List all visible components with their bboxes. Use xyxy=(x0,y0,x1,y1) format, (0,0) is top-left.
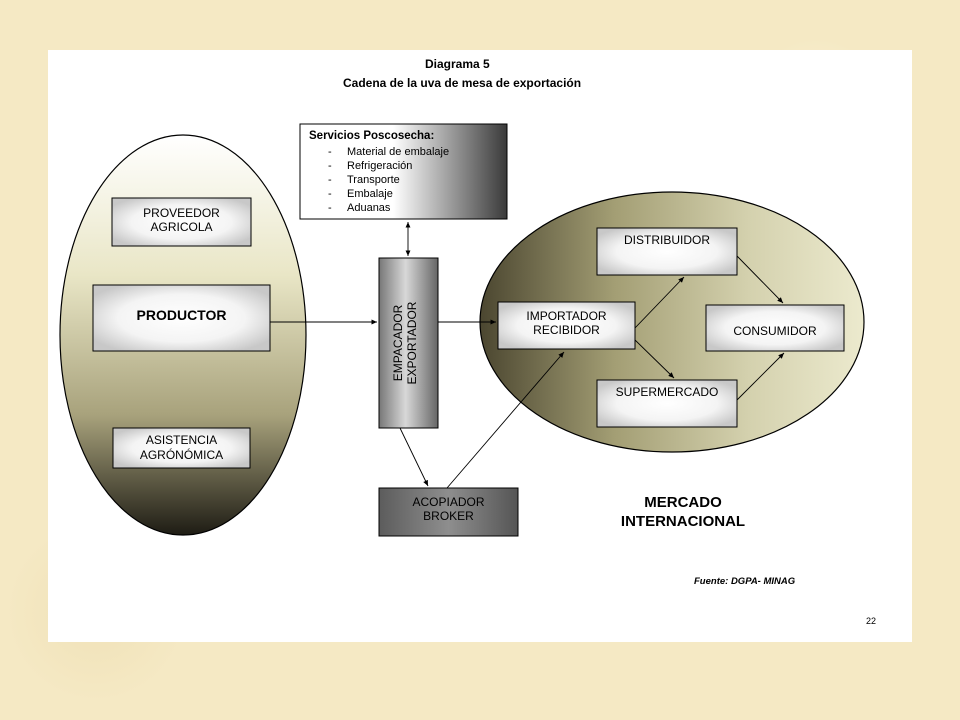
service-item: Refrigeración xyxy=(347,160,412,172)
services-heading: Servicios Poscosecha: xyxy=(309,130,434,142)
svg-text:-: - xyxy=(328,146,332,158)
productor-box: PRODUCTOR xyxy=(92,284,271,352)
svg-text:-: - xyxy=(328,202,332,214)
source-note: Fuente: DGPA- MINAG xyxy=(694,576,796,587)
servicios-poscosecha-box: Servicios Poscosecha: - Material de emba… xyxy=(299,123,508,220)
importador-recibidor-box: IMPORTADOR RECIBIDOR xyxy=(497,301,636,350)
arrow-importador-to-distribuidor xyxy=(634,276,685,329)
consumidor-box: CONSUMIDOR xyxy=(705,304,845,352)
svg-text:-: - xyxy=(328,160,332,172)
empacador-label-line2: EXPORTADOR xyxy=(405,301,419,384)
service-item: Aduanas xyxy=(347,202,391,214)
importador-label-line1: IMPORTADOR xyxy=(526,309,607,323)
value-chain-diagram: Diagrama 5 Cadena de la uva de mesa de e… xyxy=(59,57,876,626)
arrow-supermercado-to-consumidor xyxy=(736,352,785,401)
svg-text:-: - xyxy=(328,188,332,200)
supermercado-label: SUPERMERCADO xyxy=(616,385,719,399)
service-item: Embalaje xyxy=(347,188,393,200)
arrow-importador-to-supermercado xyxy=(634,339,675,379)
page-number: 22 xyxy=(866,616,876,626)
asistencia-agronomica-box: ASISTENCIA AGRÓNÓMICA xyxy=(112,427,251,469)
consumidor-label: CONSUMIDOR xyxy=(733,324,817,338)
mercado-label-line2: INTERNACIONAL xyxy=(621,513,745,530)
acopiador-label-line1: ACOPIADOR xyxy=(412,495,484,509)
mercado-label-line1: MERCADO xyxy=(644,494,722,511)
productor-label: PRODUCTOR xyxy=(137,307,227,323)
arrow-empacador-to-acopiador xyxy=(399,427,429,487)
diagram-slide: Diagrama 5 Cadena de la uva de mesa de e… xyxy=(48,50,912,642)
asistencia-label-line1: ASISTENCIA xyxy=(146,433,217,447)
importador-label-line2: RECIBIDOR xyxy=(533,323,600,337)
distribuidor-label: DISTRIBUIDOR xyxy=(624,233,710,247)
proveedor-agricola-box: PROVEEDOR AGRICOLA xyxy=(111,197,252,247)
empacador-exportador-box: EMPACADOR EXPORTADOR xyxy=(378,257,439,429)
diagram-title: Cadena de la uva de mesa de exportación xyxy=(343,76,581,90)
proveedor-label-line1: PROVEEDOR xyxy=(143,206,220,220)
empacador-label-line1: EMPACADOR xyxy=(391,304,405,381)
diagram-number: Diagrama 5 xyxy=(425,57,490,71)
arrow-acopiador-to-importador xyxy=(446,351,565,489)
svg-text:-: - xyxy=(328,174,332,186)
acopiador-broker-box: ACOPIADOR BROKER xyxy=(378,487,519,537)
asistencia-label-line2: AGRÓNÓMICA xyxy=(140,447,223,462)
service-item: Transporte xyxy=(347,174,400,186)
proveedor-label-line2: AGRICOLA xyxy=(150,220,212,234)
service-item: Material de embalaje xyxy=(347,146,449,158)
acopiador-label-line2: BROKER xyxy=(423,509,474,523)
distribuidor-box: DISTRIBUIDOR xyxy=(596,227,738,276)
arrow-distribuidor-to-consumidor xyxy=(736,255,784,304)
supermercado-box: SUPERMERCADO xyxy=(596,379,738,428)
